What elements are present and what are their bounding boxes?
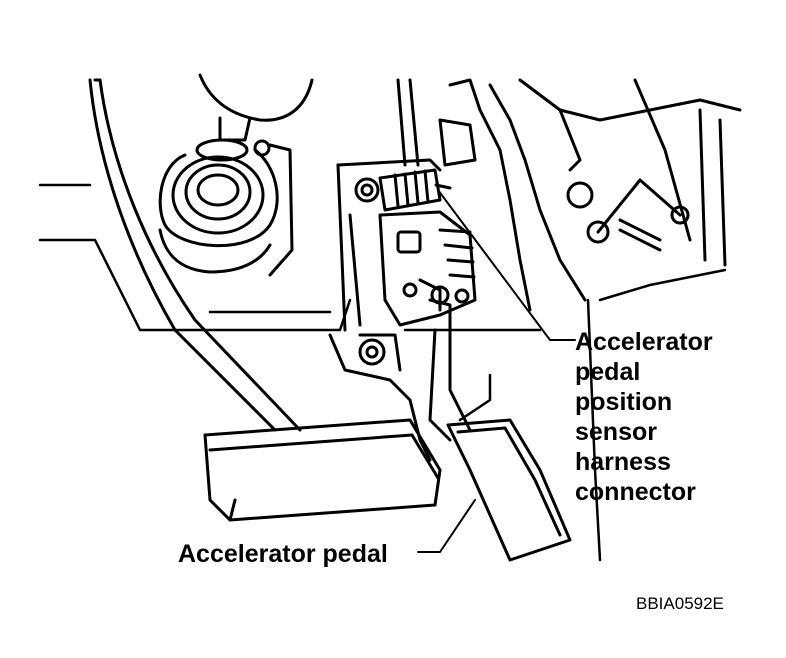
figure-code: BBIA0592E xyxy=(636,594,724,613)
leader-sensor-connector xyxy=(437,189,576,341)
leader-accelerator-pedal xyxy=(417,499,476,553)
booster-boot xyxy=(158,73,314,277)
harness-connector xyxy=(354,78,452,212)
callout-accelerator-pedal: Accelerator pedal xyxy=(178,540,388,568)
leader-lines xyxy=(417,189,576,553)
callout-line: connector xyxy=(575,478,696,506)
callout-line: harness xyxy=(575,448,671,476)
callout-line: pedal xyxy=(575,358,641,386)
pedal-position-sensor xyxy=(378,210,477,327)
mounting-bolt xyxy=(358,338,386,366)
callout-line: Accelerator xyxy=(575,328,713,356)
pedal-bracket xyxy=(328,158,442,462)
accelerator-pedal xyxy=(428,298,572,562)
callout-line: position xyxy=(575,388,673,416)
steering-column-bracket xyxy=(438,78,742,312)
callout-sensor-harness-connector: Accelerator pedal position sensor harnes… xyxy=(575,327,713,507)
brake-pedal-arm xyxy=(88,78,302,432)
brake-pedal-pad xyxy=(203,418,442,522)
callout-line: sensor xyxy=(575,418,657,446)
